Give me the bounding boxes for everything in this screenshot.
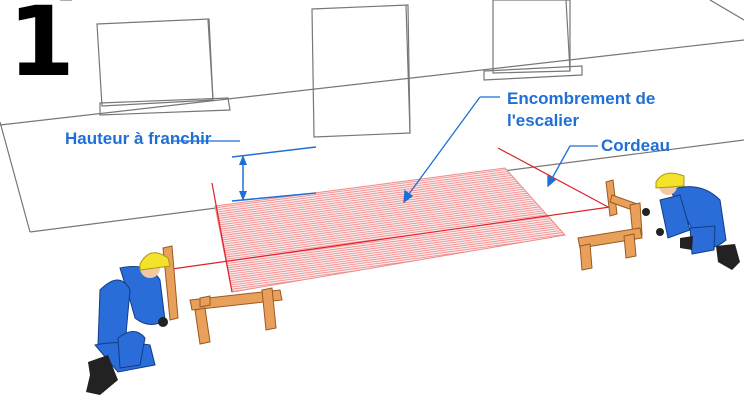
building-facade: [0, 0, 744, 233]
hatch-line: [215, 218, 565, 270]
hatch-line: [215, 185, 565, 237]
label-encombrement-escalier: Encombrement de l'escalier: [507, 89, 656, 130]
hatch-line: [215, 174, 565, 226]
height-dimension: [231, 146, 317, 202]
hatch-line: [215, 203, 565, 255]
reference-lines: [164, 147, 611, 293]
hatch-line: [215, 205, 565, 257]
hatch-line: [215, 183, 565, 235]
hatch-line: [215, 168, 565, 191]
worker-right: [642, 172, 740, 270]
hatch-line: [215, 201, 565, 252]
leader-lines: [172, 96, 598, 204]
window-right: [483, 0, 583, 81]
hatch-line: [215, 177, 565, 228]
window-left: [96, 18, 231, 116]
hatch-line: [215, 172, 565, 224]
hatch-line: [215, 229, 565, 281]
hatch-line: [215, 216, 565, 268]
hatch-line: [215, 232, 565, 283]
cordeau-line: [164, 206, 611, 271]
hatch-line: [215, 221, 565, 272]
hatch-line: [215, 199, 565, 250]
hatch-line: [215, 190, 565, 241]
hatch-line: [215, 225, 565, 277]
hatch-line: [215, 181, 565, 233]
window-middle: [311, 4, 411, 138]
hatch-line: [215, 196, 565, 248]
hatch-line: [215, 282, 565, 292]
hatch-line: [215, 179, 565, 230]
hatch-line: [215, 192, 565, 244]
hatch-line: [215, 194, 565, 246]
label-cordeau: Cordeau: [601, 136, 670, 155]
label-hauteur-a-franchir: Hauteur à franchir: [65, 129, 212, 148]
hatch-line: [215, 223, 565, 274]
hatch-line: [215, 188, 565, 239]
right-diagonal-line: [497, 147, 611, 209]
left-vertical-line: [211, 182, 233, 293]
step-number: 1: [8, 0, 75, 98]
right-trestle: [577, 179, 643, 271]
hatch-line: [215, 280, 565, 292]
worker-left: [86, 252, 171, 395]
hatch-line: [215, 234, 565, 285]
hatch-line: [215, 227, 565, 279]
stair-footprint: [214, 167, 566, 293]
hatch-line: [215, 207, 565, 259]
hatch-line: [215, 210, 565, 261]
